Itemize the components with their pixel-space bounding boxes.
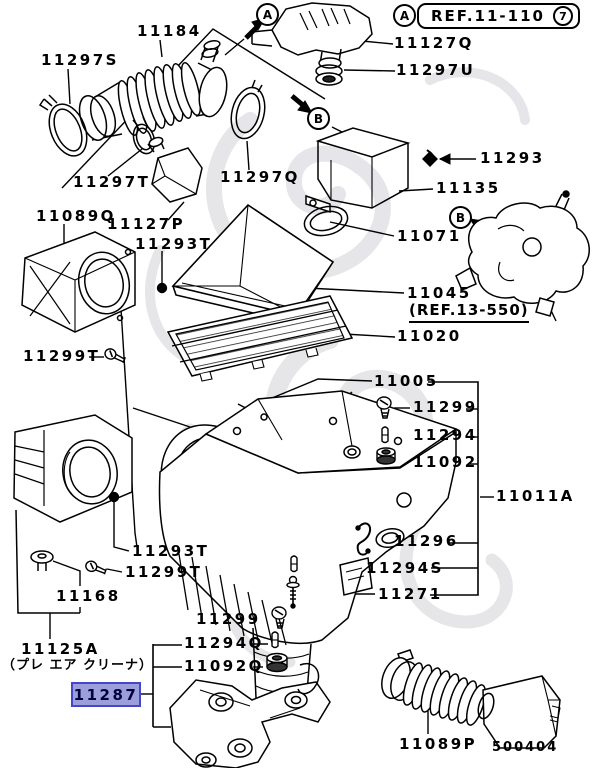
part-label-11297S[interactable]: 11297S xyxy=(41,51,119,69)
legend-view-marker-a: A xyxy=(393,4,416,27)
part-label-11089Q[interactable]: 11089Q xyxy=(36,207,116,225)
part-label-11293T-upper[interactable]: 11293T xyxy=(135,235,213,253)
precleaner-cover-drawing xyxy=(21,231,136,333)
part-label-11092[interactable]: 11092 xyxy=(413,453,478,471)
fastener-icons xyxy=(85,149,438,673)
part-label-11125A[interactable]: 11125A xyxy=(21,640,100,658)
part-label-11294Q[interactable]: 11294Q xyxy=(184,634,264,652)
part-label-11135[interactable]: 11135 xyxy=(436,179,501,197)
air-duct-11089P-drawing xyxy=(297,649,561,749)
view-marker-b-mid: B xyxy=(449,206,472,229)
ref-13-550-part-drawing xyxy=(455,190,590,317)
part-label-11297U[interactable]: 11297U xyxy=(396,61,476,79)
pre-air-cleaner-jp-note: （プレ エア クリーナ） xyxy=(2,658,154,673)
ref-box[interactable]: REF.11-110 7 xyxy=(417,3,580,29)
part-label-11299-lower[interactable]: 11299 xyxy=(196,610,261,628)
air-flow-sensor-11135-drawing xyxy=(303,127,411,237)
air-cleaner-body-drawing xyxy=(158,390,458,710)
part-label-11297T[interactable]: 11297T xyxy=(73,173,151,191)
part-label-11293T-lower[interactable]: 11293T xyxy=(132,542,210,560)
air-duct-11127P-drawing xyxy=(147,136,203,203)
part-label-11271[interactable]: 11271 xyxy=(378,585,443,603)
part-label-11011A[interactable]: 11011A xyxy=(496,487,575,505)
part-label-11299-upper[interactable]: 11299 xyxy=(413,398,478,416)
part-label-11127Q[interactable]: 11127Q xyxy=(394,34,474,52)
part-label-11297Q[interactable]: 11297Q xyxy=(220,168,300,186)
part-label-11293[interactable]: 11293 xyxy=(480,149,545,167)
part-label-11045[interactable]: 11045 xyxy=(407,284,472,302)
filter-element-drawing xyxy=(166,295,354,382)
part-label-11294[interactable]: 11294 xyxy=(413,426,478,444)
highlighted-part-label-11287[interactable]: 11287 xyxy=(71,682,141,707)
ref-label: REF.11-110 xyxy=(431,6,545,25)
part-label-11184[interactable]: 11184 xyxy=(137,22,202,40)
part-label-11020[interactable]: 11020 xyxy=(397,327,462,345)
intake-hose-drawing xyxy=(38,39,266,157)
ref-13-550-note: (REF.13-550) xyxy=(409,303,529,323)
ref-number-circle: 7 xyxy=(552,6,573,26)
part-label-11168[interactable]: 11168 xyxy=(56,587,121,605)
part-label-11294S[interactable]: 11294S xyxy=(366,559,444,577)
part-label-11299T-upper[interactable]: 11299T xyxy=(23,347,101,365)
part-label-11089P[interactable]: 11089P xyxy=(399,735,478,753)
part-label-11092Q[interactable]: 11092Q xyxy=(184,657,264,675)
part-label-11296[interactable]: 11296 xyxy=(394,532,459,550)
precleaner-body-drawing xyxy=(13,414,133,571)
part-label-11005[interactable]: 11005 xyxy=(374,372,439,390)
drawing-code: 500404 xyxy=(492,740,559,755)
view-marker-b-top: B xyxy=(307,107,330,130)
part-label-11127P[interactable]: 11127P xyxy=(107,215,186,233)
part-label-11071[interactable]: 11071 xyxy=(397,227,462,245)
bracket-11287-drawing xyxy=(169,679,331,768)
view-marker-a: A xyxy=(256,3,279,26)
part-label-11299T-lower[interactable]: 11299T xyxy=(125,563,203,581)
resonator-11127Q-drawing xyxy=(251,2,373,86)
